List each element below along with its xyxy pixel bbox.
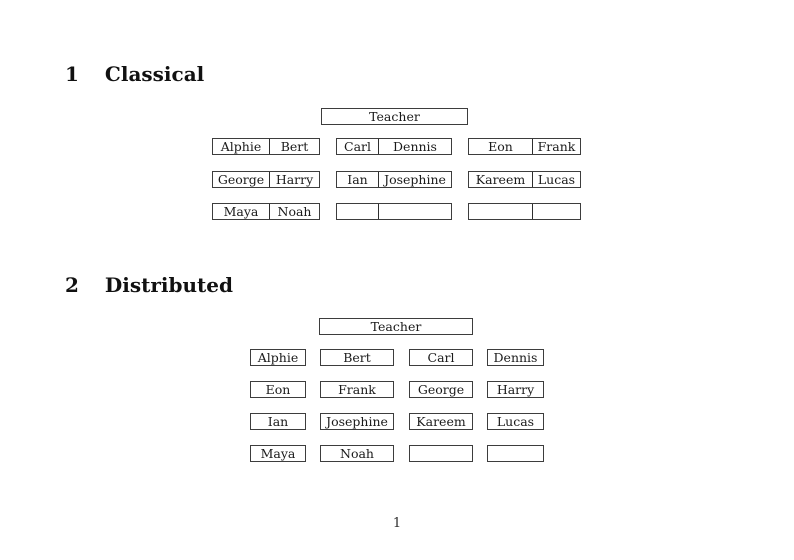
desk-seat: Harry: [269, 172, 319, 187]
desk: Alphie: [250, 349, 306, 366]
desk-seat: [378, 204, 451, 219]
desk: Carl Dennis: [336, 138, 452, 155]
desk: George: [409, 381, 473, 398]
desk: Kareem: [409, 413, 473, 430]
desk: Ian: [250, 413, 306, 430]
desk: George Harry: [212, 171, 320, 188]
desk: [336, 203, 452, 220]
section-number: 2: [65, 273, 79, 297]
desk: Ian Josephine: [336, 171, 452, 188]
desk-seat: Maya: [223, 204, 259, 219]
desk-seat: Lucas: [532, 172, 580, 187]
desk-seat: George: [217, 172, 265, 187]
section-title: Distributed: [104, 273, 233, 297]
desk-seat: [469, 204, 532, 219]
desk-seat: Frank: [532, 139, 580, 154]
teacher-box: Teacher: [321, 108, 468, 125]
section-number: 1: [65, 62, 79, 86]
desk: Bert: [320, 349, 394, 366]
desk: [409, 445, 473, 462]
desk: Lucas: [487, 413, 544, 430]
section-heading-distributed: 2 Distributed: [65, 274, 233, 296]
desk: Frank: [320, 381, 394, 398]
section-title: Classical: [104, 62, 205, 86]
desk-seat: Noah: [269, 204, 319, 219]
desk: Maya: [250, 445, 306, 462]
desk-seat: [337, 204, 378, 219]
desk-seat: Alphie: [220, 139, 262, 154]
desk-seat: Ian: [347, 172, 368, 187]
desk: Alphie Bert: [212, 138, 320, 155]
desk: Eon: [250, 381, 306, 398]
desk: Josephine: [320, 413, 394, 430]
desk: [468, 203, 581, 220]
section-heading-classical: 1 Classical: [65, 63, 204, 85]
desk: Maya Noah: [212, 203, 320, 220]
page-number: 1: [392, 516, 402, 531]
desk-seat: Eon: [488, 139, 513, 154]
desk: Dennis: [487, 349, 544, 366]
desk-seat: Kareem: [475, 172, 526, 187]
teacher-box: Teacher: [319, 318, 473, 335]
desk: Carl: [409, 349, 473, 366]
desk-seat: Josephine: [378, 172, 451, 187]
desk-seat: [532, 204, 580, 219]
desk: Harry: [487, 381, 544, 398]
desk: Kareem Lucas: [468, 171, 581, 188]
desk: Eon Frank: [468, 138, 581, 155]
desk-seat: Dennis: [378, 139, 451, 154]
desk: [487, 445, 544, 462]
desk-seat: Carl: [344, 139, 371, 154]
desk-seat: Bert: [269, 139, 319, 154]
desk: Noah: [320, 445, 394, 462]
